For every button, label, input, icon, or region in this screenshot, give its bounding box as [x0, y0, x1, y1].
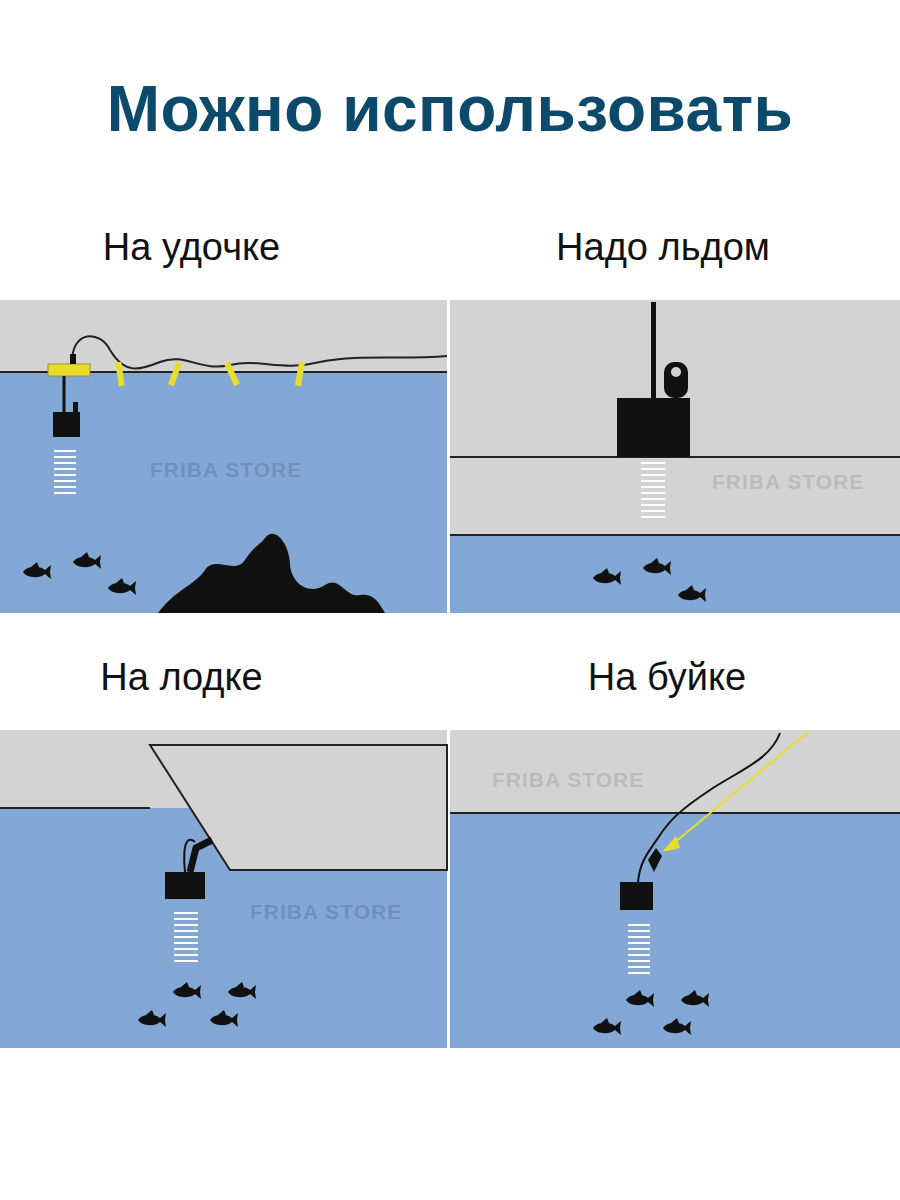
panel-caption: На лодке [0, 656, 405, 699]
watermark: FRIBA STORE [150, 458, 302, 482]
panel-caption: На буйке [442, 656, 892, 699]
buoy-panel [450, 730, 900, 1048]
watermark: FRIBA STORE [712, 470, 864, 494]
panel-caption: На удочке [0, 226, 415, 269]
watermark: FRIBA STORE [250, 900, 402, 924]
boat-panel [0, 730, 447, 1048]
watermark: FRIBA STORE [492, 768, 644, 792]
panel-caption: Надо льдом [438, 226, 888, 269]
rod-panel [0, 300, 447, 613]
image-panel: На лодке [0, 730, 447, 1048]
image-panel: На удочке [0, 300, 447, 613]
image-panel: Надо льдом [450, 300, 900, 613]
page-title: Можно использовать [0, 72, 900, 146]
ice-panel [450, 300, 900, 613]
